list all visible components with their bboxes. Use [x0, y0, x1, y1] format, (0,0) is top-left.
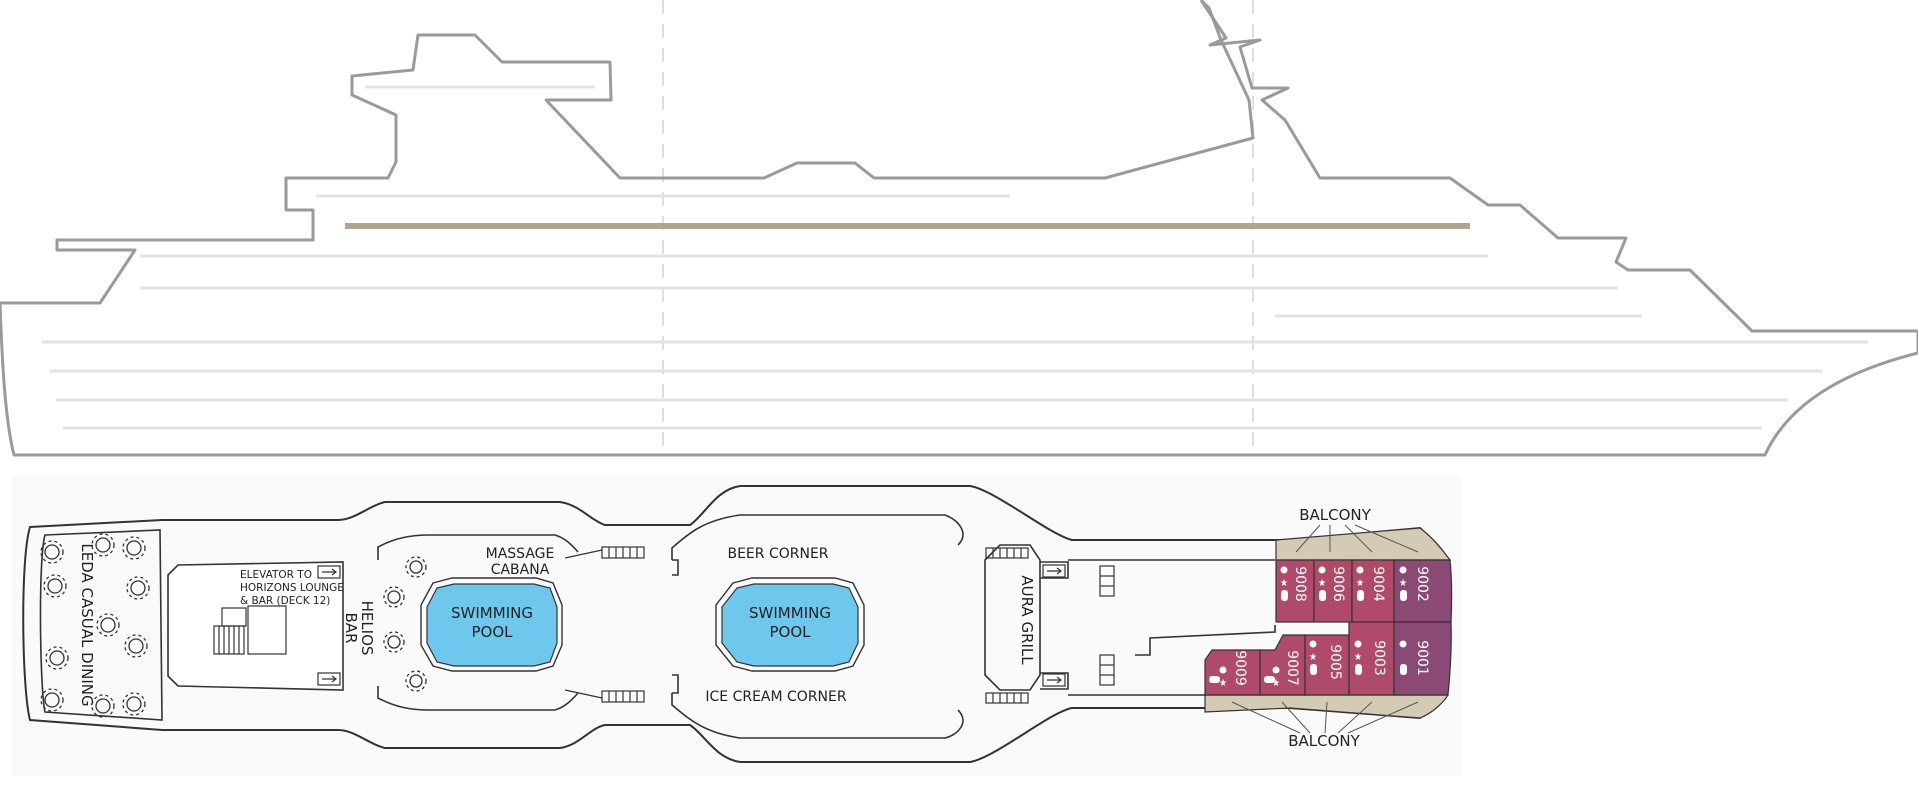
svg-text:★: ★ — [1280, 578, 1288, 589]
table-icon — [405, 670, 427, 692]
bed-icon: ★ — [1209, 666, 1227, 689]
aura-grill-area — [984, 544, 1069, 691]
dining-area — [39, 529, 163, 721]
amenity-icons: ★ ★ ★ ★ ★ ★ ★ ★ — [1209, 566, 1407, 689]
pool-2-label-line2: POOL — [769, 623, 811, 641]
svg-text:★: ★ — [1219, 678, 1227, 689]
cabin-number: 9006 — [1330, 566, 1346, 602]
cabin-number: 9001 — [1414, 640, 1430, 676]
table-icon — [91, 694, 115, 718]
svg-text:★: ★ — [1356, 578, 1364, 589]
door-icon — [317, 565, 341, 686]
cabin-9003[interactable] — [1348, 621, 1395, 696]
stairs-icon — [213, 625, 245, 655]
pool-deck-2 — [671, 514, 964, 739]
table-icon — [40, 540, 64, 564]
bed-icon — [1399, 640, 1407, 675]
table-icon — [405, 556, 427, 578]
bed-icon: ★ — [1399, 566, 1407, 601]
bed-icon: ★ — [1354, 640, 1362, 675]
bed-icon: ★ — [1356, 566, 1364, 601]
svg-text:★: ★ — [1399, 578, 1407, 589]
table-icon — [45, 646, 69, 670]
table-icon — [43, 574, 67, 598]
table-icon — [96, 613, 120, 637]
balcony-leaders-top — [1295, 524, 1419, 553]
pool-1-border — [420, 577, 563, 672]
cabin-number: 9003 — [1371, 640, 1387, 676]
elevator-label-line3: & BAR (DECK 12) — [240, 595, 330, 607]
hull-bottom — [0, 302, 1918, 457]
deck-plan: LEDA CASUAL DINING ELEVATOR TO HORIZONS … — [12, 476, 1462, 776]
elevator-label-line2: HORIZONS LOUNGE — [240, 582, 344, 594]
ship-profile — [0, 0, 1918, 457]
ladder-icon — [564, 546, 645, 703]
pool-deck-1 — [377, 534, 579, 711]
pool-1-label-line1: SWIMMING — [451, 604, 533, 622]
svg-text:★: ★ — [1272, 678, 1280, 689]
massage-label-line1: MASSAGE — [486, 546, 555, 562]
cabin-block-lower — [1204, 621, 1452, 696]
deck-lines — [42, 85, 1868, 430]
balcony-label-bottom: BALCONY — [1288, 732, 1360, 750]
table-icon — [383, 586, 405, 608]
table-icon — [91, 533, 115, 557]
cabin-number: 9009 — [1232, 650, 1248, 686]
svg-text:★: ★ — [1354, 652, 1362, 663]
helios-label-line1: HELIOS — [358, 601, 376, 656]
aura-grill-label: AURA GRILL — [1018, 575, 1036, 665]
balcony-label-top: BALCONY — [1299, 506, 1371, 524]
dining-label: LEDA CASUAL DINING — [78, 543, 96, 706]
bed-icon: ★ — [1280, 566, 1288, 601]
elevator-shaft-icon — [247, 605, 287, 655]
bed-icon: ★ — [1309, 640, 1317, 675]
helios-label-line2: BAR — [342, 613, 360, 644]
door-icon — [1042, 564, 1066, 687]
pool-2-border — [715, 577, 865, 672]
elevator-label-line1: ELEVATOR TO — [240, 569, 312, 581]
massage-label-line2: CABANA — [491, 562, 550, 578]
cabin-number: 9008 — [1292, 566, 1308, 602]
cabin-number: 9002 — [1414, 566, 1430, 602]
balcony-leaders-bottom — [1231, 701, 1419, 734]
pool-1-label-line2: POOL — [471, 623, 513, 641]
table-icon — [122, 536, 146, 560]
pool-2 — [721, 583, 859, 667]
dining-tables — [40, 533, 150, 718]
ladder-icon — [985, 547, 1029, 704]
cabin-number: 9005 — [1327, 644, 1343, 680]
corridor — [1068, 559, 1276, 696]
locker-icon — [1099, 565, 1115, 686]
bed-icon: ★ — [1318, 566, 1326, 601]
svg-text:★: ★ — [1318, 578, 1326, 589]
cabin-number: 9007 — [1284, 650, 1300, 686]
table-icon — [40, 688, 64, 712]
hull-outline — [0, 0, 1255, 305]
table-icon — [126, 576, 150, 600]
mast — [1199, 0, 1918, 333]
elevator-car-icon — [221, 607, 247, 627]
elevator-block — [167, 561, 344, 691]
loungers — [383, 556, 427, 692]
cabin-9001[interactable] — [1393, 621, 1452, 696]
beer-corner-label: BEER CORNER — [727, 546, 828, 562]
table-icon — [124, 634, 148, 658]
table-icon — [383, 631, 405, 653]
svg-text:★: ★ — [1309, 652, 1317, 663]
table-icon — [122, 692, 146, 716]
cabin-number: 9004 — [1370, 566, 1386, 602]
ice-cream-corner-label: ICE CREAM CORNER — [705, 689, 846, 705]
bed-icon: ★ — [1264, 666, 1280, 689]
pool-1 — [426, 583, 558, 667]
pool-2-label-line1: SWIMMING — [749, 604, 831, 622]
